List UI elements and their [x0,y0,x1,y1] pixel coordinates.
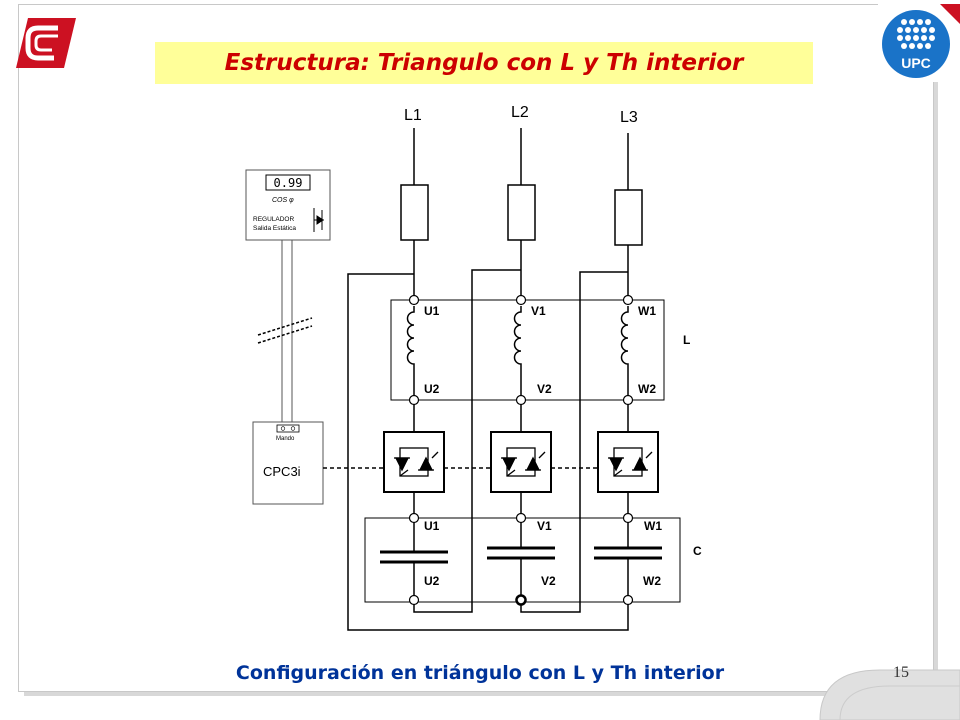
controller-name: CPC3i [263,464,301,479]
ind-terminal-top-w: W1 [638,304,656,318]
regulator-display [265,174,311,191]
ind-terminal-top-v: V1 [531,304,546,318]
capacitor-group-box [364,517,681,603]
fuse-l2 [507,184,536,241]
inductor-w [620,306,629,398]
corner-decoration [819,669,960,720]
capacitor-group-label: C [693,544,702,558]
fuse-l1 [400,184,429,241]
controller-connector [276,424,300,433]
title-bar: Estructura: Triangulo con L y Th interio… [155,42,813,84]
inductor-v [513,306,522,398]
controller-small-label: Mando [276,436,295,442]
cap-terminal-bottom-w: W2 [643,574,661,588]
thyristor-pair-icon [394,447,439,477]
cap-terminal-top-w: W1 [644,519,662,533]
inductor-group-label: L [683,333,690,347]
ind-terminal-top-u: U1 [424,304,440,318]
static-switch-icon [313,208,324,232]
cap-terminal-top-v: V1 [537,519,552,533]
phase-label-l1: L1 [404,107,422,124]
page-number: 15 [893,664,909,681]
regulator-line1: REGULADOR [253,216,294,223]
regulator-display-value: 0.99 [274,176,303,190]
fuse-l3 [614,189,643,246]
thyristor-module-u [383,431,445,493]
ind-terminal-bottom-w: W2 [638,382,656,396]
cpc3i-controller-box [252,421,324,505]
inductor-u [406,306,415,398]
cap-terminal-bottom-u: U2 [424,574,440,588]
phase-label-l3: L3 [620,109,638,126]
regulator-cos-label: COS φ [272,197,294,204]
ind-terminal-bottom-u: U2 [424,382,440,396]
inductor-group-box [390,299,665,401]
company-logo-icon [16,18,76,68]
cap-terminal-top-u: U1 [424,519,440,533]
ind-terminal-bottom-v: V2 [537,382,552,396]
thyristor-module-v [490,431,552,493]
thyristor-pair-icon [608,447,653,477]
thyristor-module-w [597,431,659,493]
cap-terminal-bottom-v: V2 [541,574,556,588]
upc-logo-text: UPC [901,55,931,71]
slide-title: Estructura: Triangulo con L y Th interio… [224,50,744,76]
upc-logo-icon: UPC [878,4,960,82]
regulator-line2: Salida Estática [253,225,296,232]
slide-frame [18,4,934,692]
diagram-caption: Configuración en triángulo con L y Th in… [235,662,725,684]
thyristor-pair-icon [501,447,546,477]
phase-label-l2: L2 [511,104,529,121]
